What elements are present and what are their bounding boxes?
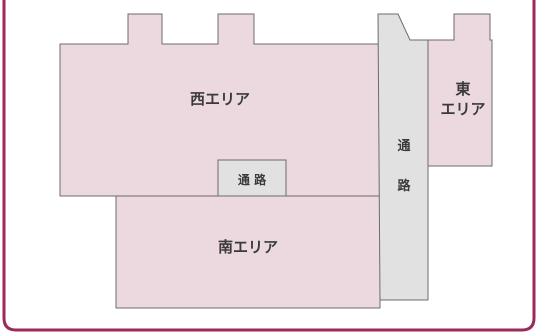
corridor-small-label: 通 路 xyxy=(238,172,267,187)
east-area-label-line1: 東 xyxy=(455,80,470,98)
south-area-label: 南エリア xyxy=(218,238,278,256)
corridor-small xyxy=(217,159,287,197)
corridor-tall xyxy=(377,13,429,301)
west-area-label: 西エリア xyxy=(190,90,250,108)
east-area-label-line2: エリア xyxy=(440,100,485,118)
corridor-tall-label-line2: 路 xyxy=(397,178,411,194)
east-area xyxy=(427,13,493,167)
south-area xyxy=(115,195,381,309)
corridor-tall-label-line1: 通 xyxy=(397,138,410,154)
